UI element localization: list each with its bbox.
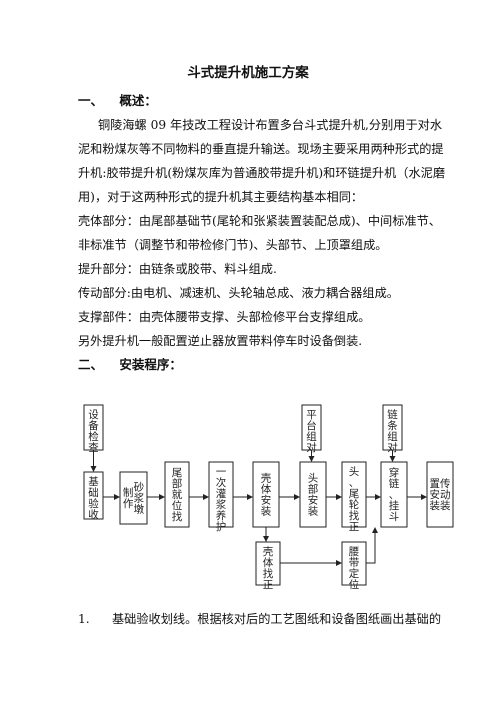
page-title: 斗式提升机施工方案 bbox=[187, 65, 309, 81]
paragraph-line: 非标准节（调整节和带检修门节)、头部节、上顶罩组成。 bbox=[78, 238, 388, 252]
list-item-text: 基础验收划线。根据核对后的工艺图纸和设备图纸画出基础的 bbox=[112, 612, 442, 626]
flow-step-label: 传动装置安装 bbox=[430, 478, 451, 512]
flow-step-label: 平台组对 bbox=[306, 409, 317, 454]
paragraph-line: 铜陵海螺 09 年技改工程设计布置多台斗式提升机,分别用于对水 bbox=[98, 118, 443, 132]
flow-step-label: 穿链、挂斗 bbox=[389, 466, 400, 523]
flow-box-main-0 bbox=[83, 471, 104, 520]
flow-step-label: 壳体安装 bbox=[261, 472, 272, 518]
flow-step-label: 一次灌浆养护 bbox=[216, 466, 227, 533]
paragraph-line: 用)，对于这两种形式的提升机其主要结构基本相同： bbox=[78, 190, 364, 204]
flow-box-main-6 bbox=[341, 461, 367, 528]
flow-box-main-2 bbox=[164, 461, 190, 528]
flow-step-label: 砂浆墩制作 bbox=[123, 481, 145, 516]
paragraph-line: 泥和粉煤灰等不同物料的垂直提升输送。现场主要采用两种形式的提 bbox=[78, 142, 444, 156]
flow-box-main-4 bbox=[252, 461, 280, 528]
paragraph-line: 另外提升机一般配置逆止器放置带料停车时设备倒装. bbox=[78, 334, 363, 348]
paragraph-line: 升机:胶带提升机(粉煤灰库为普通胶带提升机)和环链提升机（水泥磨 bbox=[78, 166, 446, 180]
flow-box-main-1 bbox=[119, 471, 148, 525]
flow-box-bottom-1 bbox=[341, 541, 367, 586]
section-heading-overview: 一、 概述： bbox=[78, 94, 157, 108]
arrow-connector bbox=[366, 527, 378, 564]
paragraph-line: 壳体部分：由尾部基础节(尾轮和张紧装置装配总成)、中间标准节、 bbox=[78, 214, 441, 228]
flow-step-label: 基础验收 bbox=[88, 475, 99, 521]
section-label: 概述： bbox=[119, 93, 157, 108]
section-number: 一、 bbox=[78, 93, 104, 108]
flow-box-bottom-0 bbox=[255, 541, 281, 586]
paragraph-line: 提升部分：由链条或胶带、料斗组成. bbox=[78, 262, 277, 276]
flow-step-label: 链条组对 bbox=[387, 408, 398, 454]
paragraph-line: 传动部分:由电机、减速机、头轮轴总成、液力耦合器组成。 bbox=[78, 286, 399, 300]
section-number: 二、 bbox=[78, 357, 104, 372]
paragraph-line: 支撑部件：由壳体腰带支撑、头部检修平台支撑组成。 bbox=[78, 310, 371, 324]
list-item-number: 1. bbox=[78, 612, 90, 626]
flow-step-label: 腰带定位 bbox=[349, 546, 360, 591]
flow-step-label: 设备检查 bbox=[88, 409, 99, 454]
flow-box-main-8 bbox=[426, 461, 454, 528]
flow-box-main-5 bbox=[299, 461, 327, 528]
flow-box-main-3 bbox=[208, 461, 234, 528]
flow-step-label: 头部安装 bbox=[308, 473, 319, 518]
section-label: 安装程序： bbox=[119, 357, 182, 372]
flow-step-label: 头、尾轮找正 bbox=[349, 466, 360, 533]
flow-step-label: 尾部就位找 bbox=[172, 467, 183, 523]
flow-step-label: 壳体找正 bbox=[263, 545, 274, 591]
flow-box-main-7 bbox=[380, 461, 408, 528]
section-heading-procedure: 二、 安装程序： bbox=[78, 358, 182, 372]
